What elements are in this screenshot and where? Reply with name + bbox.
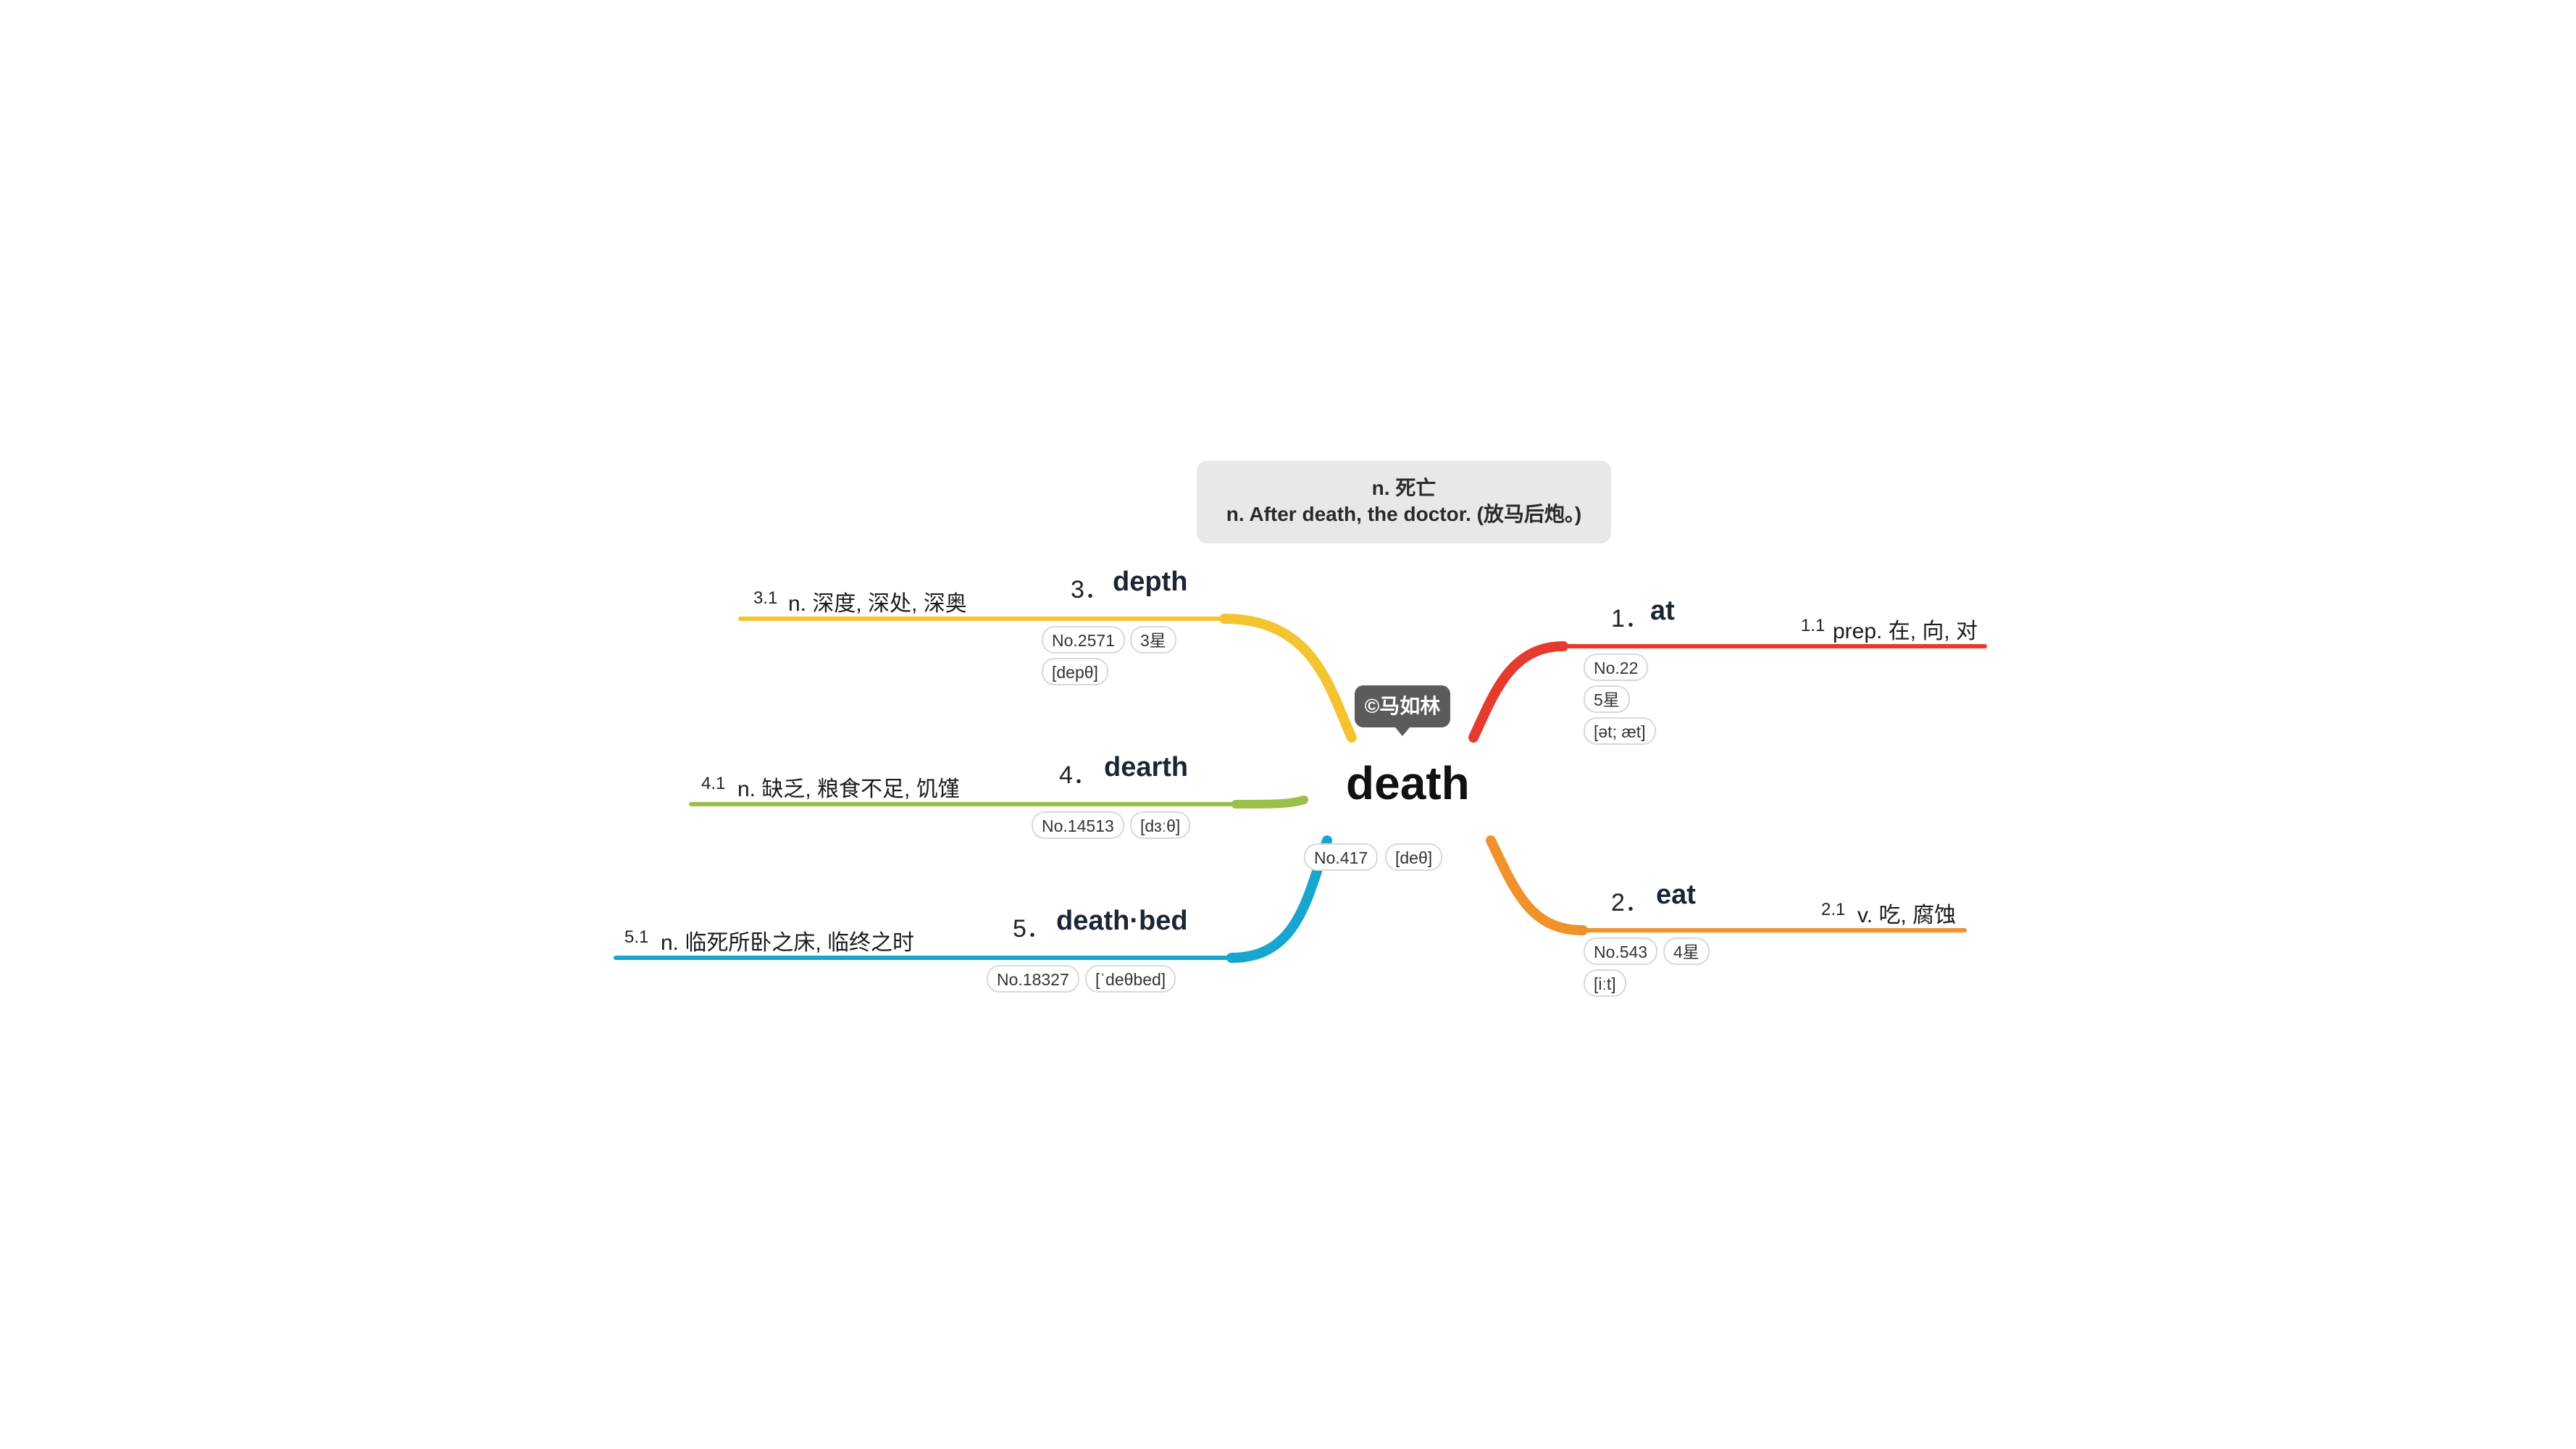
branch-3-word[interactable]: depth [1113,567,1188,597]
branch-2-tag-phonetic: [iːt] [1584,969,1626,997]
branch-4-sub-number: 4.1 [701,774,726,793]
branch-1-tag-rank: No.22 [1584,653,1649,681]
branch-4-tag-phonetic: [dɜːθ] [1130,811,1191,839]
branch-1-number: 1． [1611,605,1649,632]
branch-1-definition[interactable]: prep. 在, 向, 对 [1833,619,1978,643]
branch-2-word[interactable]: eat [1656,880,1696,910]
branch-5-sub-number: 5.1 [624,927,649,947]
branch-stem-eat [1486,835,1588,935]
author-tag: ©马如林 [1355,685,1450,736]
branch-1-word[interactable]: at [1650,596,1675,626]
note-line-1: n. 死亡 [1371,477,1437,499]
branch-4-number: 4． [1059,761,1097,789]
branch-4-word[interactable]: dearth [1104,752,1189,782]
branch-3-tag-stars: 3星 [1130,626,1176,653]
branch-stem-dearth [1231,796,1308,809]
branch-3-definition[interactable]: n. 深度, 深处, 深奥 [788,592,967,616]
branch-1-sub-number: 1.1 [1801,616,1826,635]
branch-5-word[interactable]: death·bed [1056,906,1188,936]
branch-5-tag-rank: No.18327 [987,965,1079,993]
branch-stem-depth [1219,614,1357,743]
branch-1-tag-stars: 5星 [1584,685,1630,713]
branch-2-number: 2． [1611,889,1649,916]
note-box: n. 死亡 n. After death, the doctor. (放马后炮。… [1197,461,1611,543]
branch-3-sub-number: 3.1 [753,588,778,608]
note-line-2: n. After death, the doctor. (放马后炮。) [1226,503,1582,525]
branch-2-tag-rank: No.543 [1584,938,1658,965]
central-tag-rank: No.417 [1304,843,1379,871]
branch-stem-at [1468,641,1568,743]
branch-4-definition[interactable]: n. 缺乏, 粮食不足, 饥馑 [737,777,960,801]
branch-5-tag-phonetic: [ˈdeθbed] [1085,965,1176,993]
branch-2-definition[interactable]: v. 吃, 腐蚀 [1857,903,1957,927]
central-tag-phonetic: [deθ] [1385,843,1443,871]
branch-2-tag-stars: 4星 [1663,938,1710,965]
branch-2-sub-number: 2.1 [1821,900,1846,919]
branch-4-tag-rank: No.14513 [1032,811,1124,839]
central-topic-word[interactable]: death [1346,757,1470,809]
branch-3-tag-phonetic: [depθ] [1042,658,1108,685]
branch-line-at [1471,644,1987,740]
branch-5-definition[interactable]: n. 临死所卧之床, 临终之时 [661,931,915,955]
branch-5-number: 5． [1013,915,1051,943]
branch-3-number: 3． [1071,576,1109,604]
branch-1-tag-phonetic: [ət; æt] [1584,717,1656,745]
branch-3-tag-rank: No.2571 [1042,626,1125,653]
